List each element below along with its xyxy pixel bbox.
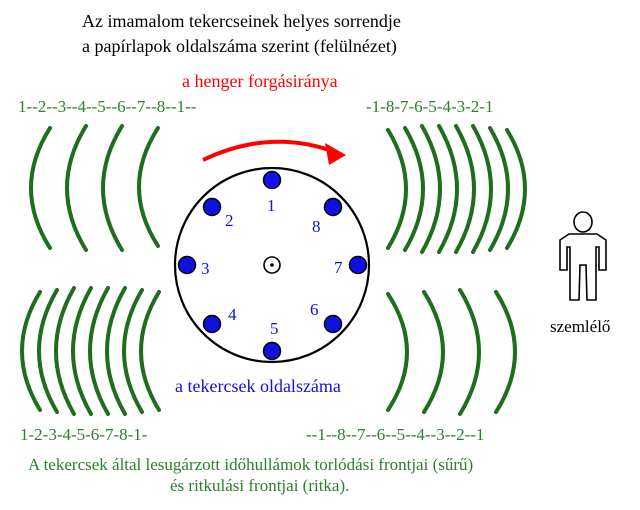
wave-front — [54, 286, 76, 416]
sequence-top-right: -1-8-7-6-5-4-3-2-1 — [366, 97, 493, 116]
rotation-arrow-icon — [202, 139, 346, 165]
wave-front — [494, 290, 517, 414]
coil-group — [177, 170, 368, 361]
coil-number-label: 6 — [310, 300, 319, 319]
wave-front — [437, 124, 459, 254]
observer-figure-icon — [559, 211, 607, 301]
wave-front — [403, 126, 425, 252]
wave-front — [65, 124, 88, 252]
coil-dot — [177, 255, 197, 275]
wave-front — [20, 290, 42, 412]
coil-label-group: 1 2 3 4 5 6 7 8 — [201, 196, 343, 338]
wave-front — [488, 126, 510, 252]
caption-line-2: és ritkulási frontjai (ritka). — [170, 476, 349, 495]
wave-front — [454, 124, 476, 254]
wave-front — [29, 126, 52, 250]
wave-front — [105, 286, 127, 416]
wave-front — [505, 128, 527, 250]
coil-number-label: 8 — [312, 217, 321, 236]
coil-dot — [262, 341, 282, 361]
wave-front — [139, 290, 161, 412]
wave-front — [386, 128, 408, 250]
coil-number-label: 5 — [270, 319, 279, 338]
coil-dot — [202, 314, 222, 334]
title-line-1: Az imamalom tekercseinek helyes sorrendj… — [82, 11, 401, 31]
wave-front — [88, 286, 110, 416]
wave-fronts-top-left — [29, 124, 160, 252]
cylinder-axis-icon — [263, 256, 281, 274]
wave-front — [420, 124, 442, 254]
coil-dot — [323, 314, 343, 334]
rotation-label: a henger forgásiránya — [182, 71, 338, 91]
coil-dot — [323, 197, 343, 217]
coil-number-label: 7 — [334, 258, 343, 277]
title-line-2: a papírlapok oldalszáma szerint (felülné… — [82, 36, 397, 57]
wave-fronts-bottom-right — [386, 288, 517, 416]
wave-front — [471, 124, 493, 254]
wave-fronts-bottom-left — [20, 286, 161, 416]
observer-label: szemlélő — [550, 317, 610, 336]
wave-front — [458, 288, 481, 416]
coil-dot — [262, 170, 282, 190]
wave-front — [422, 290, 445, 414]
coil-number-label: 1 — [267, 196, 276, 215]
coil-number-label: 2 — [225, 211, 234, 230]
wave-fronts-top-right — [386, 124, 527, 254]
wave-front — [386, 292, 409, 412]
coil-dot — [202, 197, 222, 217]
wave-front — [37, 288, 59, 414]
pages-label: a tekercsek oldalszáma — [175, 376, 341, 396]
wave-front — [101, 124, 124, 252]
sequence-bottom-left: 1-2-3-4-5-6-7-8-1- — [20, 425, 148, 444]
wave-front — [122, 288, 144, 414]
coil-number-label: 3 — [201, 259, 210, 278]
coil-number-label: 4 — [228, 305, 237, 324]
coil-dot — [348, 255, 368, 275]
caption-line-1: A tekercsek által lesugárzott időhullámo… — [28, 455, 473, 474]
wave-front — [71, 286, 93, 416]
sequence-bottom-right: --1--8--7--6--5--4--3--2--1 — [306, 425, 484, 444]
wave-front — [137, 126, 160, 248]
sequence-top-left: 1--2--3--4--5--6--7--8--1-- — [18, 97, 197, 116]
